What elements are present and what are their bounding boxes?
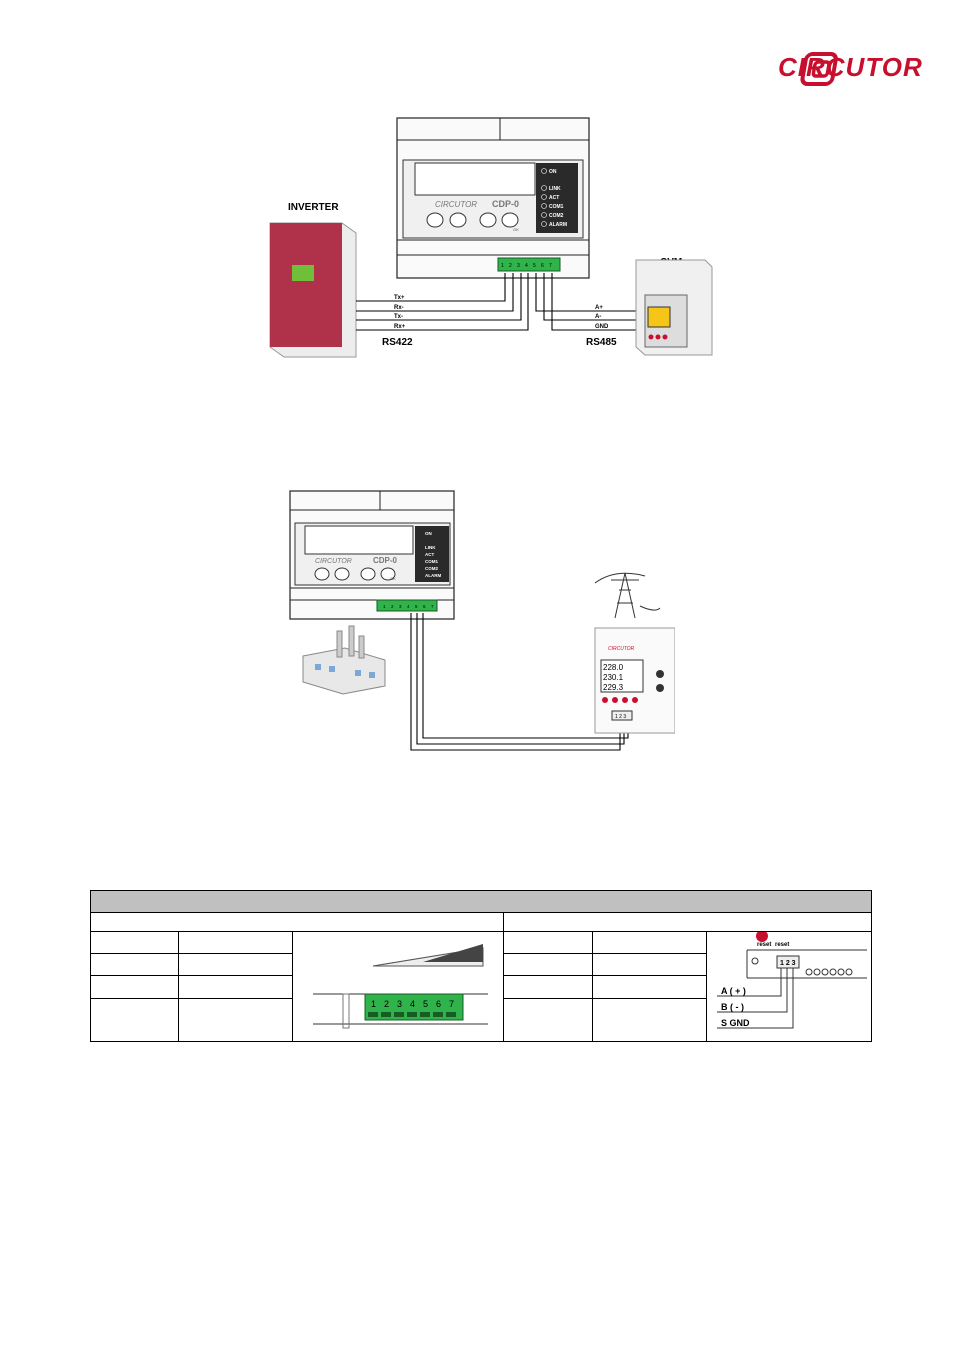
connection-table: 1 2 3 4 5 6 7 rese — [89, 890, 872, 1043]
cdp0-terminal-image-cell: 1 2 3 4 5 6 7 — [292, 931, 505, 1042]
figure-inverter-cvm-wiring: CIRCUTOR CDP-0 OK ON LINK ACT COM1 COM2 … — [269, 117, 713, 358]
table-left-subheader — [89, 912, 505, 932]
terminal-6-2: 6 — [423, 604, 426, 609]
table-cell — [503, 931, 593, 954]
table-cell — [178, 952, 294, 977]
table-cell — [178, 975, 294, 999]
table-cell — [89, 975, 180, 999]
table-cell — [89, 952, 180, 977]
table-cell — [591, 952, 708, 977]
table-cell — [591, 931, 708, 954]
led-alarm-label-2: ALARM — [425, 573, 441, 578]
wire-rx-plus-label: Rx+ — [394, 324, 406, 330]
wire-tx-plus-label: Tx+ — [394, 295, 405, 301]
table-terminal-7: 7 — [449, 999, 454, 1009]
terminal-2-2: 2 — [391, 604, 394, 609]
meter-reading-3: 229.3 — [603, 683, 624, 692]
terminal-6: 6 — [541, 263, 544, 269]
factory-icon — [302, 625, 386, 695]
meter-terminal-image-cell: reset reset 1 2 3 A ( + ) — [706, 930, 872, 1042]
terminal-7: 7 — [549, 263, 552, 269]
terminal-2: 2 — [509, 263, 512, 269]
table-cell — [591, 997, 708, 1043]
table-header-row — [90, 890, 872, 913]
terminal-3: 3 — [517, 263, 520, 269]
led-link-label: LINK — [549, 186, 561, 192]
power-meter-device — [594, 627, 675, 734]
cvm-device — [635, 259, 713, 356]
led-alarm-label: ALARM — [549, 222, 567, 228]
led-com2-label: COM2 — [549, 213, 564, 219]
led-link-label-2: LINK — [425, 545, 436, 550]
right-terminal-label: 1 2 3 — [780, 960, 796, 967]
table-cell — [89, 997, 180, 1043]
terminal-3-2: 3 — [399, 604, 402, 609]
table-cell — [178, 997, 294, 1043]
meter-reading-1: 228.0 — [603, 663, 624, 672]
terminal-4: 4 — [525, 263, 528, 269]
table-terminal-6: 6 — [436, 999, 441, 1009]
table-cell — [503, 975, 593, 999]
wire-rx-minus-label: Rx- — [394, 305, 404, 311]
reset-label-1: reset — [757, 942, 771, 948]
logo-text: CIRCUTOR — [778, 52, 923, 82]
ok-label-2: OK — [390, 576, 396, 581]
led-com1-label-2: COM1 — [425, 559, 438, 564]
table-cell — [503, 952, 593, 977]
led-on-label-2: ON — [425, 531, 432, 536]
inverter-device — [269, 222, 357, 358]
table-terminal-3: 3 — [397, 999, 402, 1009]
led-on-label: ON — [549, 169, 557, 175]
rs422-label: RS422 — [382, 337, 413, 348]
table-cell — [591, 975, 708, 999]
terminal-5: 5 — [533, 263, 536, 269]
terminal-1-2: 1 — [383, 604, 386, 609]
meter-brand: CIRCUTOR — [608, 646, 635, 652]
rs485-label: RS485 — [586, 337, 617, 348]
meter-terminal-label: 1 2 3 — [615, 714, 626, 720]
terminal-5-2: 5 — [415, 604, 418, 609]
table-cell — [178, 931, 294, 954]
circutor-logo-icon — [800, 52, 838, 86]
table-cell — [89, 931, 180, 954]
cdp0-terminal-image: 1 2 3 4 5 6 7 — [313, 944, 489, 1029]
wire-a-plus-label: A+ — [595, 305, 603, 311]
table-cell — [503, 997, 593, 1043]
inverter-label: INVERTER — [288, 202, 339, 213]
meter-reading-2: 230.1 — [603, 673, 624, 682]
cdp0-device-2 — [289, 490, 455, 620]
pin-s-gnd: S GND — [721, 1018, 750, 1028]
led-com1-label: COM1 — [549, 204, 564, 210]
terminal-1: 1 — [501, 263, 504, 269]
cdp0-brand-2: CIRCUTOR — [315, 558, 352, 565]
pin-a-plus: A ( + ) — [721, 986, 746, 996]
meter-terminal-image: reset reset 1 2 3 A ( + ) — [717, 930, 867, 1029]
wire-gnd-label: GND — [595, 324, 609, 330]
power-tower-icon — [594, 572, 661, 619]
table-right-subheader — [503, 912, 872, 932]
table-terminal-1: 1 — [371, 999, 376, 1009]
reset-label-2: reset — [775, 942, 789, 948]
cdp0-brand: CIRCUTOR — [435, 200, 477, 209]
table-terminal-4: 4 — [410, 999, 415, 1009]
table-terminal-5: 5 — [423, 999, 428, 1009]
table-terminal-2: 2 — [384, 999, 389, 1009]
ok-label: OK — [513, 227, 519, 232]
terminal-4-2: 4 — [407, 604, 410, 609]
figure-factory-meter-wiring: CIRCUTOR CDP-0 OK ON LINK ACT COM1 COM2 … — [289, 490, 675, 751]
led-act-label: ACT — [549, 195, 559, 201]
cdp0-model-2: CDP-0 — [373, 556, 398, 565]
terminal-7-2: 7 — [431, 604, 434, 609]
cdp0-model: CDP-0 — [492, 199, 519, 209]
cdp0-device — [396, 117, 590, 279]
wire-tx-minus-label: Tx- — [394, 314, 403, 320]
led-act-label-2: ACT — [425, 552, 434, 557]
wire-a-minus-label: A- — [595, 314, 601, 320]
pin-b-minus: B ( - ) — [721, 1002, 744, 1012]
led-com2-label-2: COM2 — [425, 566, 438, 571]
